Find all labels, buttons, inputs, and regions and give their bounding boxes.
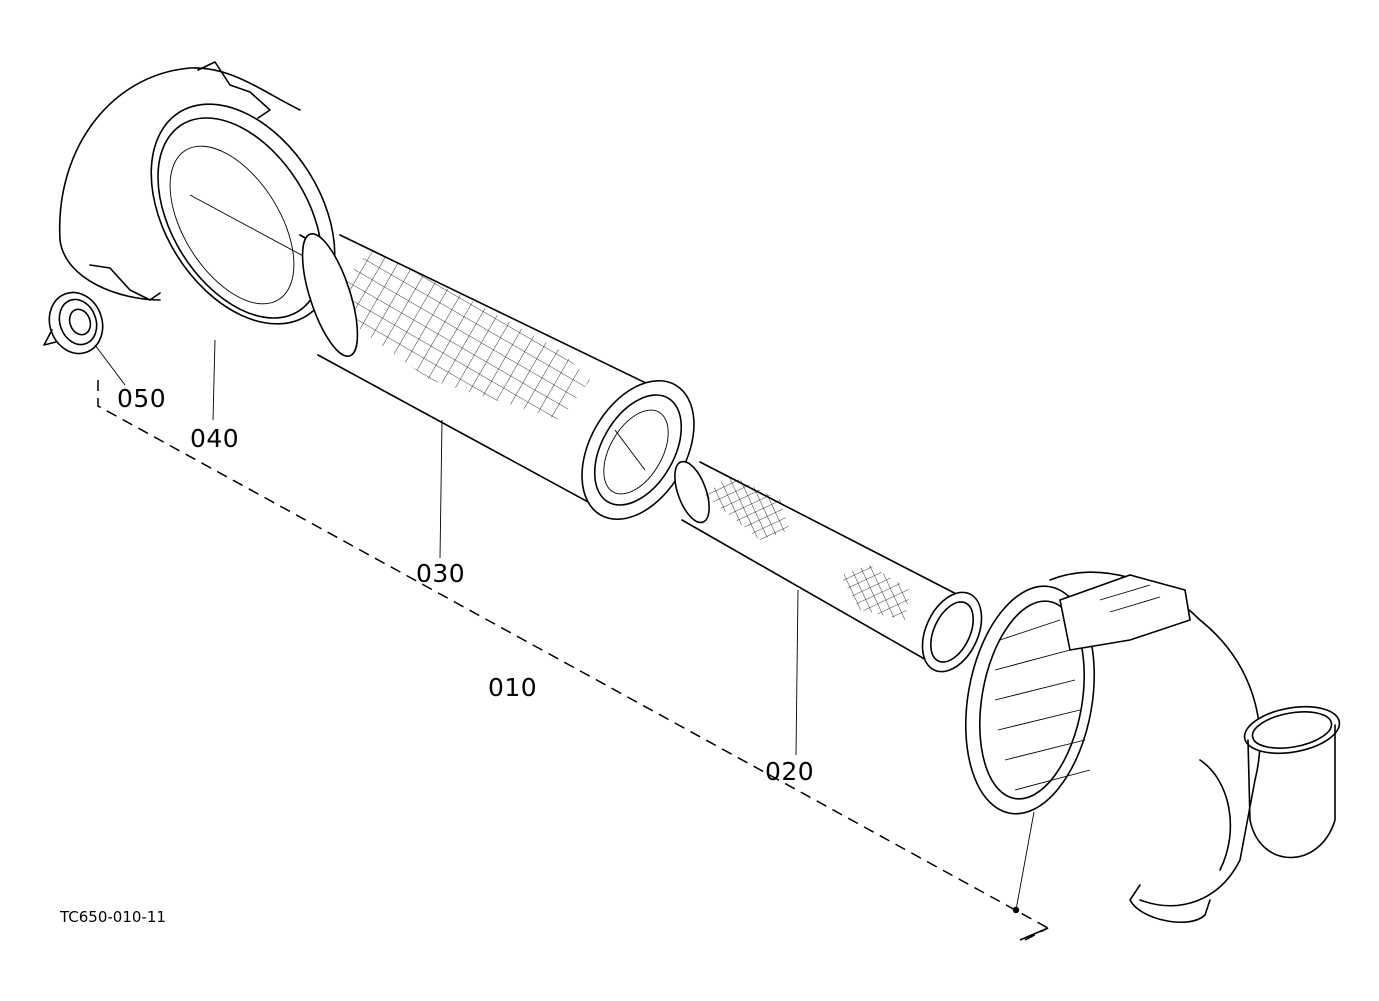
part-label-020: 020 [765, 757, 815, 786]
part-label-030: 030 [416, 559, 466, 588]
part-label-010: 010 [488, 673, 538, 702]
outer-element-part [301, 233, 695, 559]
drawing-code: TC650-010-11 [60, 908, 166, 926]
part-label-040: 040 [190, 424, 240, 453]
assembly-bracket-line [97, 380, 1049, 941]
cover-part [58, 61, 336, 421]
evacuator-valve-part [43, 291, 126, 386]
inner-element-part [674, 460, 983, 756]
air-cleaner-body-part [964, 571, 1341, 923]
part-label-050: 050 [117, 384, 167, 413]
